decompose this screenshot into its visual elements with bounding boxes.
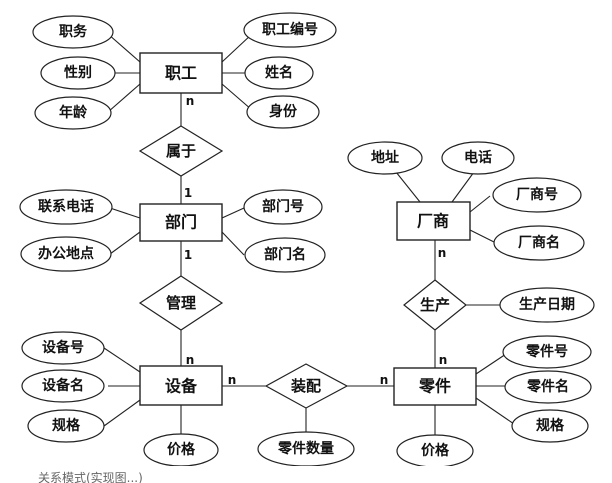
attr-maker-name: 厂商名 [493, 225, 585, 261]
card-produce-part: n [439, 353, 448, 367]
attr-part-price: 价格 [396, 434, 474, 466]
cardinalities: n 1 1 n n n n n [184, 94, 447, 387]
attr-address: 地址 [347, 141, 423, 175]
attr-label: 规格 [536, 417, 565, 434]
relation-label: 装配 [290, 377, 321, 395]
attr-label: 厂商号 [516, 186, 558, 203]
attr-duty: 职务 [32, 15, 114, 49]
relation-manage: 管理 [138, 275, 224, 331]
relation-label: 生产 [420, 296, 450, 314]
caption-fragment: 关系模式(实现图...) [38, 471, 143, 483]
attr-label: 姓名 [265, 64, 293, 81]
attr-part-no: 零件号 [502, 335, 592, 369]
edge-dept-name [221, 231, 245, 256]
attr-office: 办公地点 [20, 236, 112, 272]
attr-label: 身份 [269, 103, 298, 120]
attr-label: 零件名 [526, 378, 569, 395]
connectors [103, 33, 515, 436]
card-equip-assemble: n [228, 373, 237, 387]
attr-label: 厂商名 [518, 234, 560, 251]
edge-maker-name [469, 229, 495, 243]
attr-part-name: 零件名 [504, 370, 592, 404]
attr-staff-name: 姓名 [244, 56, 314, 90]
edge-dept-phone [109, 207, 141, 219]
card-belong-dept: 1 [184, 186, 192, 200]
attr-dept-no: 部门号 [243, 189, 323, 225]
relation-belong: 属于 [138, 125, 224, 177]
edge-staff-duty [107, 33, 141, 63]
relation-produce: 生产 [403, 279, 467, 331]
attr-label: 地址 [371, 149, 399, 166]
attr-equip-price: 价格 [143, 433, 219, 466]
attr-equip-spec: 规格 [27, 409, 105, 443]
attr-part-spec: 规格 [511, 409, 589, 443]
er-diagram: n 1 1 n n n n n 职工 部门 厂商 设备 零件 属于 管理 生产 [19, 12, 595, 466]
edge-part-no [475, 353, 507, 375]
entity-dept: 部门 [139, 203, 223, 242]
entity-label: 设备 [165, 377, 198, 396]
attr-label: 性别 [64, 64, 92, 81]
edge-maker-tel [451, 171, 475, 203]
edge-maker-no [469, 195, 491, 213]
card-assemble-part: n [380, 373, 389, 387]
attr-dept-name: 部门名 [244, 237, 326, 273]
attr-label: 设备名 [42, 377, 84, 394]
edge-equip-spec [103, 399, 141, 427]
attr-label: 职务 [59, 23, 88, 40]
card-staff-belong: n [186, 94, 195, 108]
edge-maker-address [395, 171, 421, 203]
attr-part-qty: 零件数量 [257, 431, 355, 466]
edge-dept-no [221, 207, 245, 219]
relation-label: 属于 [166, 142, 196, 160]
relation-label: 管理 [166, 294, 196, 312]
attr-age: 年龄 [34, 96, 112, 130]
attr-label: 部门号 [262, 198, 304, 215]
entity-maker: 厂商 [396, 201, 471, 241]
attr-identity: 身份 [246, 95, 320, 129]
attr-phone: 联系电话 [19, 189, 113, 225]
edge-dept-office [109, 231, 141, 255]
relation-assemble: 装配 [264, 363, 349, 409]
card-dept-manage: 1 [184, 248, 192, 262]
attr-label: 价格 [167, 441, 196, 458]
attr-label: 联系电话 [38, 198, 94, 215]
attr-gender: 性别 [40, 56, 116, 90]
attr-label: 零件号 [525, 343, 568, 360]
entity-label: 部门 [165, 213, 197, 232]
attr-maker-no: 厂商号 [492, 177, 582, 213]
edge-equip-no [103, 347, 141, 373]
attr-tel: 电话 [441, 141, 515, 175]
attr-label: 职工编号 [262, 21, 318, 38]
edge-staff-identity [221, 83, 253, 111]
attr-label: 办公地点 [38, 245, 94, 262]
edge-part-spec [475, 397, 515, 425]
attr-equip-no: 设备号 [21, 331, 105, 365]
edge-staff-age [107, 83, 141, 113]
entity-label: 零件 [418, 377, 451, 396]
attr-label: 电话 [464, 149, 492, 166]
attr-label: 价格 [421, 442, 450, 459]
entity-label: 厂商 [417, 212, 449, 231]
entity-staff: 职工 [139, 52, 223, 94]
entity-part: 零件 [393, 367, 477, 406]
card-manage-equip: n [186, 353, 195, 367]
edge-staff-no [221, 33, 253, 63]
attr-staff-no: 职工编号 [243, 12, 337, 48]
attr-equip-name: 设备名 [21, 369, 105, 403]
entity-equip: 设备 [139, 365, 223, 406]
attr-label: 规格 [52, 417, 81, 434]
attr-label: 年龄 [59, 104, 88, 121]
attr-label: 部门名 [264, 246, 306, 263]
attr-prod-date: 生产日期 [499, 287, 595, 323]
entity-label: 职工 [165, 64, 197, 83]
card-maker-produce: n [438, 246, 447, 260]
attr-label: 设备号 [42, 339, 84, 356]
attr-label: 生产日期 [519, 296, 575, 313]
attr-label: 零件数量 [277, 440, 334, 457]
